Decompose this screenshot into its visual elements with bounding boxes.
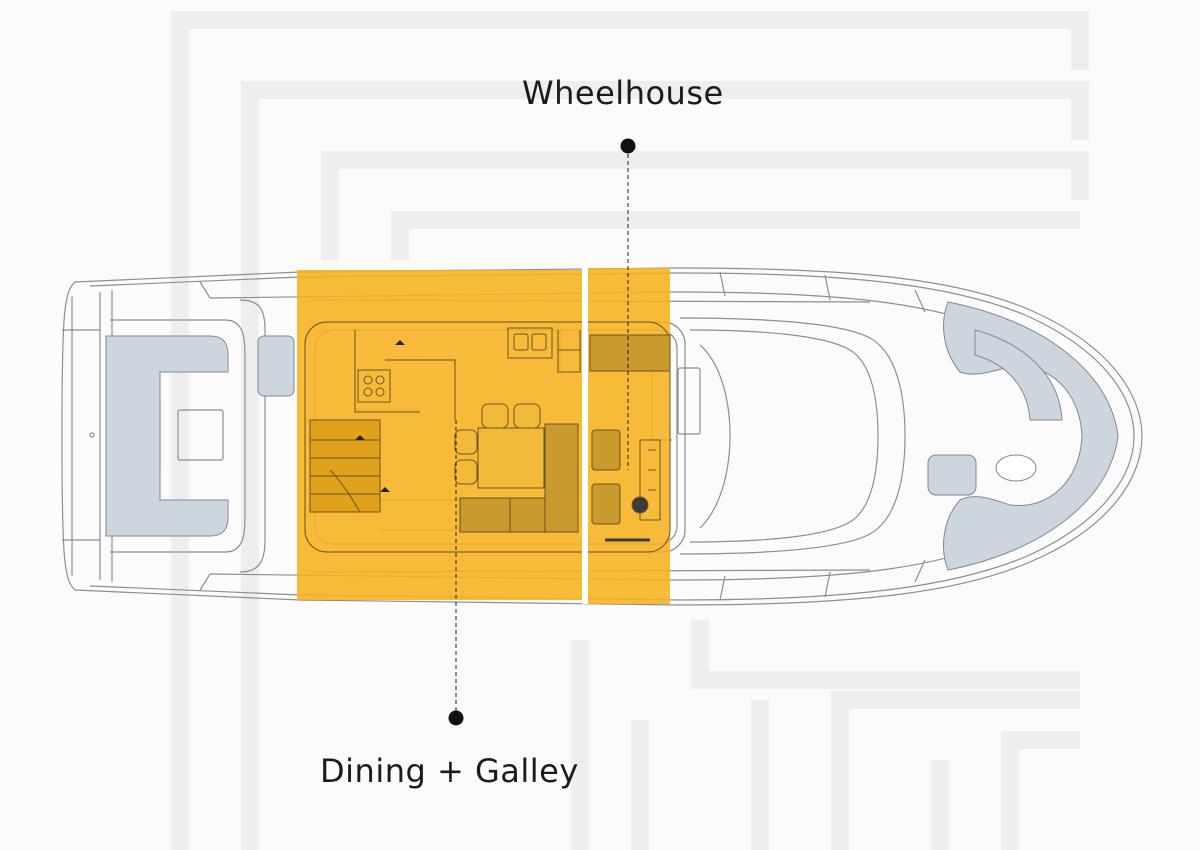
helm-seat-top bbox=[591, 429, 621, 471]
hull-outline bbox=[61, 267, 1143, 606]
dining-table bbox=[477, 427, 545, 489]
aft-cushion bbox=[105, 335, 229, 537]
wheelhouse-marker-dot bbox=[620, 138, 636, 154]
callout-wheelhouse bbox=[620, 138, 636, 470]
console-top bbox=[589, 334, 671, 372]
callout-dining-galley bbox=[448, 420, 464, 726]
bow-cushion bbox=[943, 301, 1119, 571]
wheelhouse-label: Wheelhouse bbox=[522, 74, 724, 112]
sink bbox=[507, 327, 553, 359]
interior-details bbox=[304, 321, 671, 553]
background-watermark bbox=[171, 11, 1089, 850]
dining-marker-dot bbox=[448, 710, 464, 726]
cooktop bbox=[357, 369, 391, 403]
bow-inner-seat bbox=[974, 329, 1063, 421]
cushions bbox=[105, 301, 1119, 571]
aft-side-cushion bbox=[257, 335, 295, 397]
helm-seat-bottom bbox=[591, 483, 621, 525]
helm-wheel-icon bbox=[631, 496, 649, 514]
dining-galley-label: Dining + Galley bbox=[320, 752, 579, 790]
stairs bbox=[309, 419, 381, 513]
zone-divider bbox=[582, 268, 588, 604]
bow-side-cushion bbox=[927, 454, 977, 496]
hull bbox=[61, 267, 1143, 606]
